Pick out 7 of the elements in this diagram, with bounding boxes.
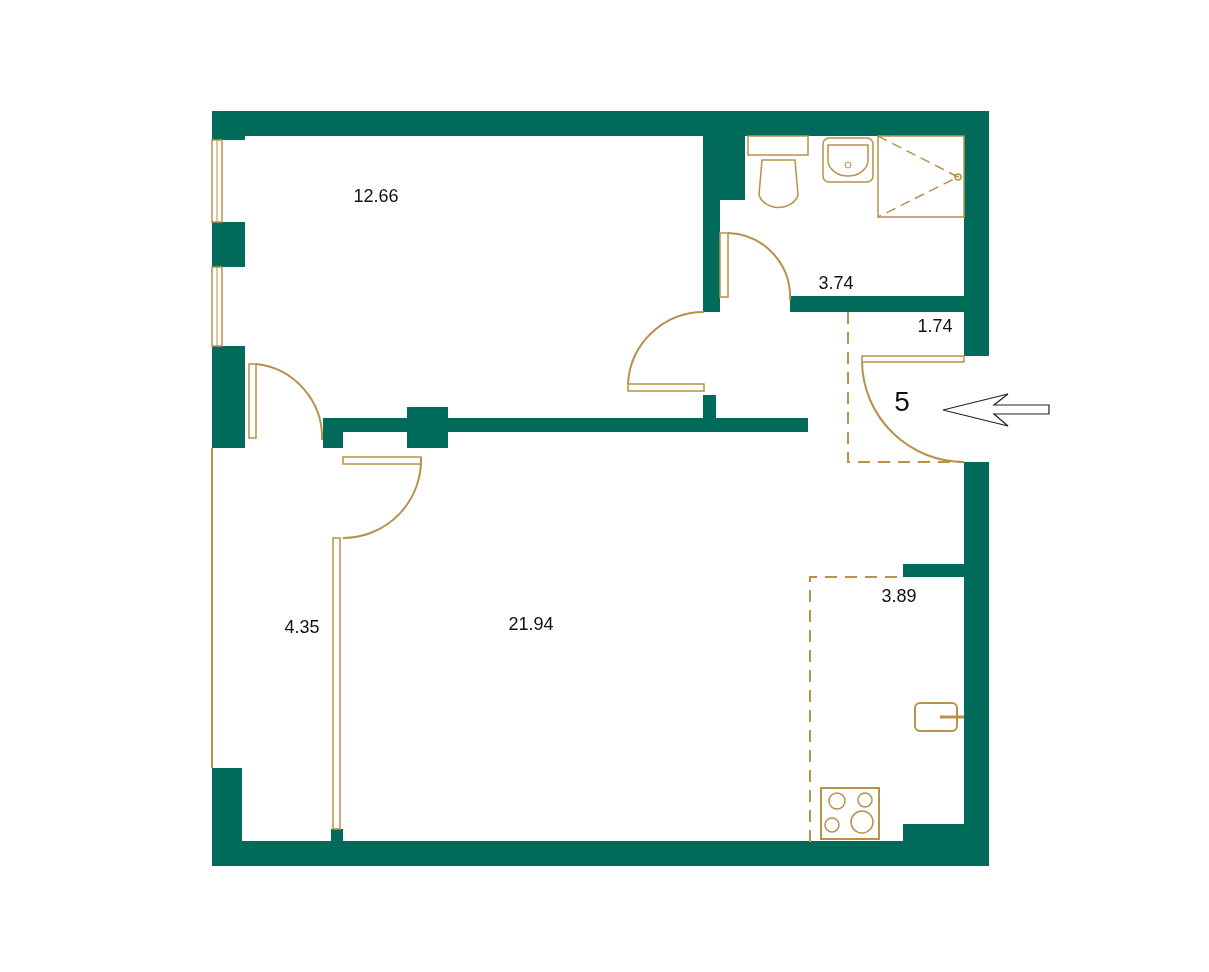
room-area-label: 3.89 [881, 585, 917, 607]
room-area-label: 21.94 [508, 613, 554, 635]
room-area-label: 3.74 [818, 272, 854, 294]
room-area-label: 12.66 [353, 185, 399, 207]
room-number: 5 [894, 386, 910, 418]
room-area-label: 1.74 [917, 315, 953, 337]
room-area-label: 4.35 [284, 616, 320, 638]
